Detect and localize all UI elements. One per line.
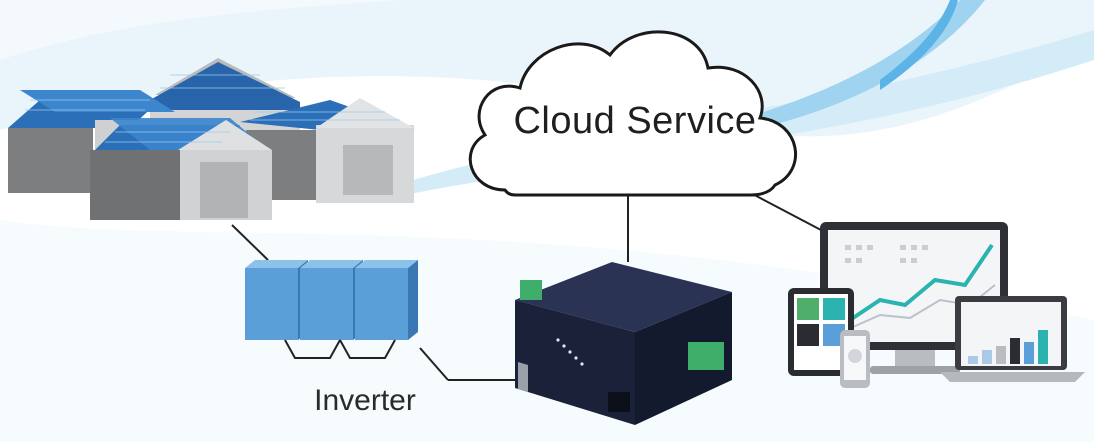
modbus-gateway-icon (515, 262, 732, 425)
cloud-service-label: Cloud Service (513, 100, 757, 142)
inverter-icon (245, 260, 418, 359)
inverter-label: Inverter (314, 384, 416, 417)
monitoring-devices-icon (788, 222, 1085, 388)
solar-house-icon (8, 58, 415, 220)
cloud-icon (468, 30, 798, 197)
